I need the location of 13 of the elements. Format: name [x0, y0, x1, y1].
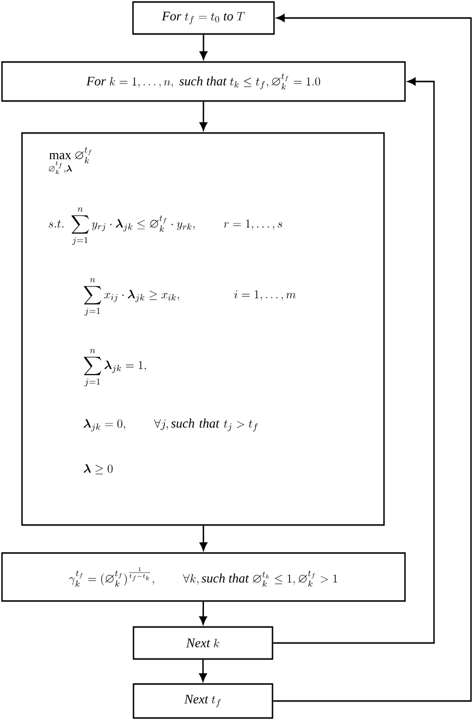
arrow [200, 526, 208, 551]
arrow [199, 660, 207, 682]
process-box: $\mathit{Next}\ t_f$ [132, 683, 274, 719]
arrow [273, 78, 435, 644]
process-box: $\mathit{For}\ t_f = t_0\ \mathit{to}\ T$ [132, 1, 275, 35]
arrow [200, 102, 208, 131]
formula-box: $\max_{\varnothing_k^{t_f},\boldsymbol{\lambda}} \varnothing_k^{t_f}$ $s.t.\ \sum_{j=1}^{n} y_{rj} \cdot \boldsymbol{\lambda}_{jk} \le \varnothing_k^{t_f} \cdot y_{rk}, \qquad r = 1, \dots, s$ $\sum_{j=1}^{n} x_{ij} \cdot \boldsymbol{\lambda}_{jk} \ge x_{ik}, \qquad\qquad i = 1, \dots, m$ $\sum_{j=1}^{n} \boldsymbol{\lambda}_{jk} = 1,$ $\boldsymbol{\lambda}_{jk} = 0, \qquad \forall j, \mathit{such\ that}\ t_j > t_f$ $\boldsymbol{\lambda} \ge 0$ [21, 132, 385, 526]
process-box: $\mathit{Next}\ k$ [132, 626, 274, 660]
arrow [273, 14, 472, 702]
arrow [200, 34, 208, 60]
process-box: $\gamma_k^{t_f} = (\varnothing_k^{t_f})^{\frac{1}{t_f - t_k}}, \qquad \forall k, \mathit{such\ that}\ \varnothing_k^{t_k} \le 1, \varnothing_k^{t_f} > 1$ [1, 552, 406, 602]
process-box: $\mathit{For}\ k = 1, \dots, n,\ \mathit{such\ that}\ t_k \le t_f, \varnothing_k^{t_f} = 1.0$ [1, 61, 406, 102]
arrow [199, 602, 208, 625]
